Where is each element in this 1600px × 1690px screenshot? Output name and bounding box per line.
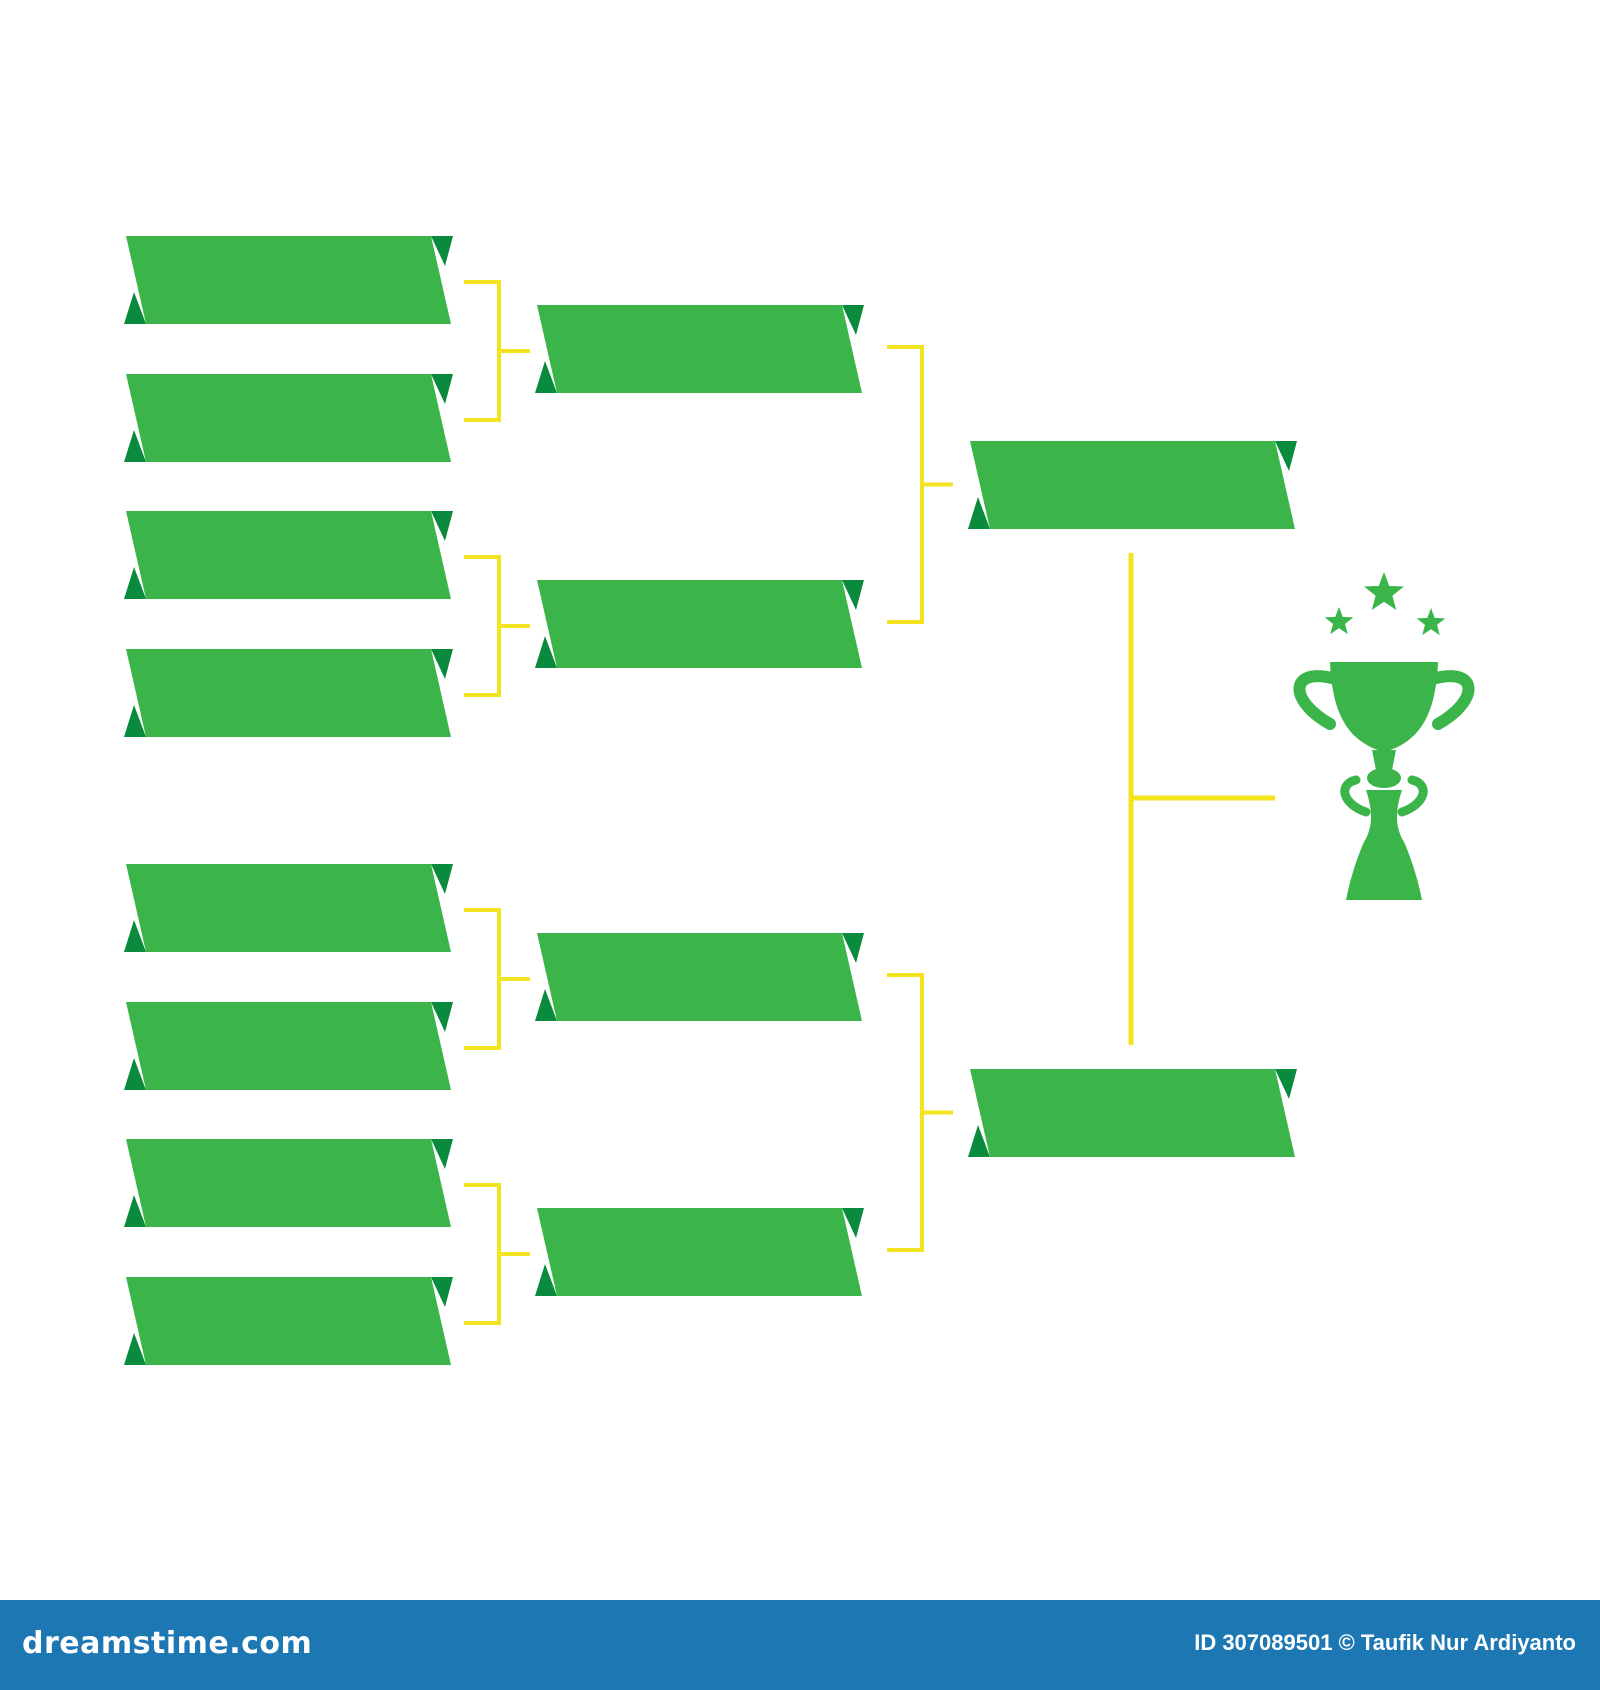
- bracket-slot-r1-4: [124, 649, 453, 737]
- connector-r2-2: [887, 973, 953, 1252]
- bracket-slot-r1-8: [124, 1277, 453, 1365]
- image-credit: ID 307089501 © Taufik Nur Ardiyanto: [1194, 1630, 1576, 1655]
- bracket-slot-r2-3: [535, 933, 864, 1021]
- star-icon-1: [1324, 607, 1354, 635]
- connector-r1-4: [464, 1183, 530, 1325]
- bracket-slot-r2-4: [535, 1208, 864, 1296]
- connector-r2-1: [887, 345, 953, 624]
- star-icon-2: [1364, 572, 1404, 610]
- bracket-connectors: [464, 280, 953, 1325]
- bracket-slot-r1-6: [124, 1002, 453, 1090]
- trophy-cup: [1293, 662, 1475, 900]
- bracket-slots: [124, 236, 1297, 1365]
- bracket-slot-r2-2: [535, 580, 864, 668]
- brand-logo-text[interactable]: dreamstime.com: [22, 1626, 313, 1661]
- trophy-icon: [1293, 572, 1475, 900]
- star-icon-3: [1416, 608, 1446, 636]
- bracket-slot-r3-2: [968, 1069, 1297, 1157]
- final-connector: [1128, 553, 1275, 1045]
- bracket-slot-r2-1: [535, 305, 864, 393]
- bracket-slot-r1-5: [124, 864, 453, 952]
- connector-r1-1: [464, 280, 530, 422]
- bracket-slot-r1-2: [124, 374, 453, 462]
- connector-r1-2: [464, 555, 530, 697]
- bracket-slot-r1-7: [124, 1139, 453, 1227]
- bracket-slot-r1-3: [124, 511, 453, 599]
- bracket-slot-r3-1: [968, 441, 1297, 529]
- connector-r1-3: [464, 908, 530, 1050]
- final-connector-line: [1128, 553, 1275, 1045]
- bracket-slot-r1-1: [124, 236, 453, 324]
- footer-bar: dreamstime.com ID 307089501 © Taufik Nur…: [0, 1600, 1600, 1690]
